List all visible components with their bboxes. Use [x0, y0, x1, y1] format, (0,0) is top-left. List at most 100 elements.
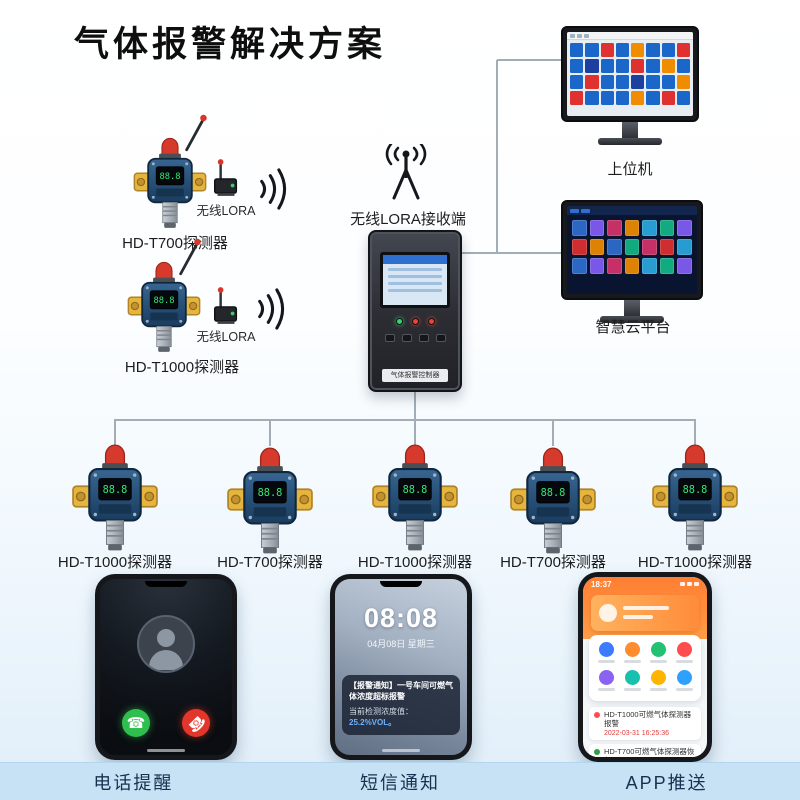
detector-wired-4 [505, 443, 601, 556]
sms-screen: 08:08 04月08日 星期三 【报警通知】一号车间可燃气体浓度超标报警 当前… [335, 579, 467, 755]
cloud-monitor [561, 200, 703, 323]
lora-module-label: 无线LORA [196, 330, 256, 344]
cloud-screen-grid [567, 215, 697, 279]
phone-notch [145, 581, 187, 587]
bottom-label-sms: 短信通知 [360, 772, 440, 793]
host-monitor-screen [567, 32, 693, 116]
host-monitor [561, 26, 699, 145]
page-title: 气体报警解决方案 [74, 25, 387, 64]
alarm-dot-icon [594, 712, 600, 718]
led-red [427, 318, 435, 325]
app-icon-grid [589, 635, 701, 698]
host-screen-toolbar [567, 32, 693, 40]
controller-brand-label: 气体报警控制器 [382, 369, 448, 382]
alarm-dot-icon [594, 748, 600, 755]
cloud-screen-toolbar [567, 206, 697, 215]
phone-call: ☎ ☎ [95, 574, 237, 760]
lora-receiver-label: 无线LORA接收端 [350, 211, 466, 228]
detector-wired-3 [367, 440, 463, 553]
host-screen-grid [567, 40, 693, 108]
controller-screen [380, 252, 450, 308]
connector-drop-1 [114, 420, 116, 446]
lora-module-label: 无线LORA [196, 204, 256, 218]
connector-cloud [462, 252, 563, 254]
app-icon[interactable] [593, 642, 619, 663]
app-screen: 18:37 HD-T1000可燃气体探测器报警 2022-03-31 16:25… [583, 577, 707, 757]
lora-module-icon [210, 286, 242, 326]
app-header: 18:37 [583, 577, 707, 639]
detector-antenna-icon [176, 236, 204, 276]
detector-wired-5 [647, 440, 743, 553]
app-icon[interactable] [645, 642, 671, 663]
app-icon[interactable] [619, 642, 645, 663]
controller-leds [370, 318, 460, 325]
controller-buttons[interactable] [370, 334, 460, 342]
app-icon[interactable] [593, 670, 619, 691]
detector-label-3: HD-T1000探测器 [357, 554, 473, 571]
app-icon[interactable] [671, 670, 697, 691]
sms-alert-value: 25.2%VOL。 [349, 718, 397, 728]
bottom-label-app: APP推送 [625, 772, 708, 793]
wireless-waves-icon [252, 288, 296, 330]
detector-label-5: HD-T1000探测器 [637, 554, 753, 571]
phone-sms: 08:08 04月08日 星期三 【报警通知】一号车间可燃气体浓度超标报警 当前… [330, 574, 472, 760]
app-banner[interactable] [591, 595, 699, 631]
decline-call-button[interactable]: ☎ [182, 709, 210, 737]
home-indicator [382, 749, 420, 752]
detector-label-2: HD-T700探测器 [217, 554, 323, 571]
phone-hangup-icon: ☎ [183, 710, 209, 736]
alarm-text: HD-T700可燃气体探测器恢复 [604, 746, 695, 757]
connector-drop-2 [269, 420, 271, 446]
connector-drop-4 [552, 420, 554, 446]
phone-app: 18:37 HD-T1000可燃气体探测器报警 2022-03-31 16:25… [578, 572, 712, 762]
wireless-waves-icon [254, 168, 298, 210]
app-icon[interactable] [671, 642, 697, 663]
alarm-time: 2022-03-31 16:25:36 [604, 729, 669, 737]
caller-avatar [137, 615, 195, 673]
detector-label-1: HD-T1000探测器 [57, 554, 173, 571]
alarm-list-item[interactable]: HD-T1000可燃气体探测器报警 2022-03-31 16:25:36 [589, 707, 701, 740]
home-indicator [147, 749, 185, 752]
sms-alert-body: 当前检测浓度值：25.2%VOL。 [349, 706, 413, 728]
led-red [411, 318, 419, 325]
connector-bus [114, 419, 696, 421]
monitor-stand [622, 122, 638, 138]
lora-module-icon [210, 158, 242, 198]
alarm-list: HD-T1000可燃气体探测器报警 2022-03-31 16:25:36 HD… [589, 707, 701, 757]
monitor-base [600, 316, 664, 323]
sms-alert-title: 【报警通知】一号车间可燃气体浓度超标报警 [349, 681, 453, 701]
sms-notification-card[interactable]: 【报警通知】一号车间可燃气体浓度超标报警 当前检测浓度值：25.2%VOL。 [342, 675, 460, 735]
app-shortcut-card [589, 635, 701, 701]
cloud-monitor-label: 智慧云平台 [595, 319, 671, 336]
call-screen: ☎ ☎ [100, 579, 232, 755]
bottom-label-call: 电话提醒 [93, 772, 174, 793]
host-monitor-label: 上位机 [607, 161, 653, 178]
gas-alarm-controller: 气体报警控制器 [368, 230, 462, 392]
status-bar-icons [680, 582, 699, 586]
phone-icon: ☎ [126, 714, 146, 732]
connector-cabinet-drop [414, 392, 416, 420]
detector-antenna-icon [182, 112, 210, 152]
alarm-text: HD-T1000可燃气体探测器报警 [604, 710, 692, 729]
connector-drop-3 [414, 420, 416, 446]
detector-wired-2 [222, 443, 318, 556]
detector-wired-1 [67, 440, 163, 553]
detector-label-hd-t700: HD-T700探测器 [122, 235, 228, 252]
alarm-list-item[interactable]: HD-T700可燃气体探测器恢复 2022-03-31 16:05:28 [589, 743, 701, 757]
connector-drop-5 [694, 420, 696, 446]
bottom-bar: 电话提醒 短信通知 APP推送 [0, 762, 800, 800]
app-icon[interactable] [645, 670, 671, 691]
answer-call-button[interactable]: ☎ [122, 709, 150, 737]
monitor-base [598, 138, 662, 145]
detector-label-4: HD-T700探测器 [500, 554, 606, 571]
connector-host-vertical [496, 60, 498, 254]
lockscreen-date: 04月08日 星期三 [367, 639, 435, 649]
status-bar-time: 18:37 [591, 580, 612, 589]
app-icon[interactable] [619, 670, 645, 691]
monitor-stand [624, 300, 640, 316]
connector-host-horizontal [497, 59, 563, 61]
lora-receiver-icon [385, 144, 427, 200]
led-green [395, 318, 403, 325]
detector-label-hd-t1000: HD-T1000探测器 [124, 359, 240, 376]
